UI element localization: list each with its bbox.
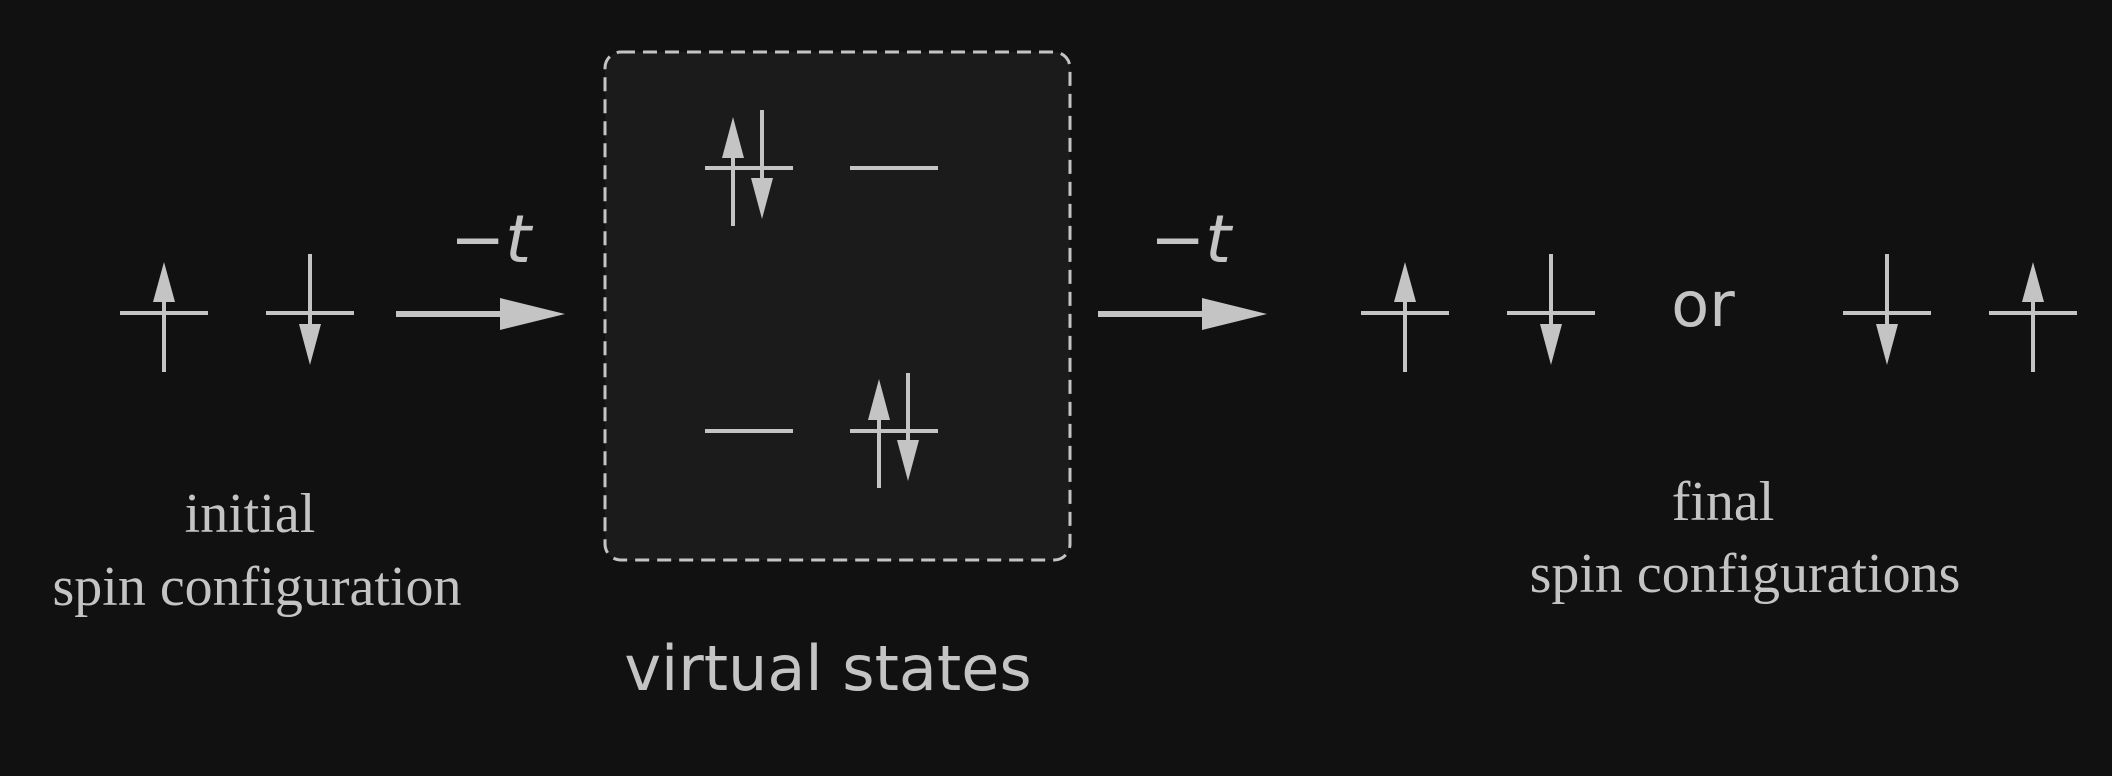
hopping-label-2: −t <box>1150 201 1233 278</box>
hopping-arrow-2 <box>1098 298 1267 330</box>
virtual-bottom-site-2-updown <box>850 373 938 488</box>
initial-caption-line2: spin configuration <box>52 556 461 618</box>
final-caption-line1: final <box>1672 471 1775 533</box>
final-option-1-site-2-down <box>1507 254 1595 365</box>
virtual-top-site-1-updown <box>705 110 793 226</box>
virtual-states-box <box>603 50 1072 562</box>
initial-site-2-down <box>266 254 354 365</box>
final-option-1-site-1-up <box>1361 262 1449 372</box>
or-label: or <box>1671 268 1735 341</box>
final-caption-line2: spin configurations <box>1530 543 1961 605</box>
initial-site-1-up <box>120 262 208 372</box>
initial-caption-line1: initial <box>185 483 316 545</box>
hopping-label-1: −t <box>450 201 533 278</box>
virtual-states-caption: virtual states <box>624 632 1031 705</box>
final-option-2-site-1-down <box>1843 254 1931 365</box>
hopping-arrow-1 <box>396 298 565 330</box>
final-option-2-site-2-up <box>1989 262 2077 372</box>
